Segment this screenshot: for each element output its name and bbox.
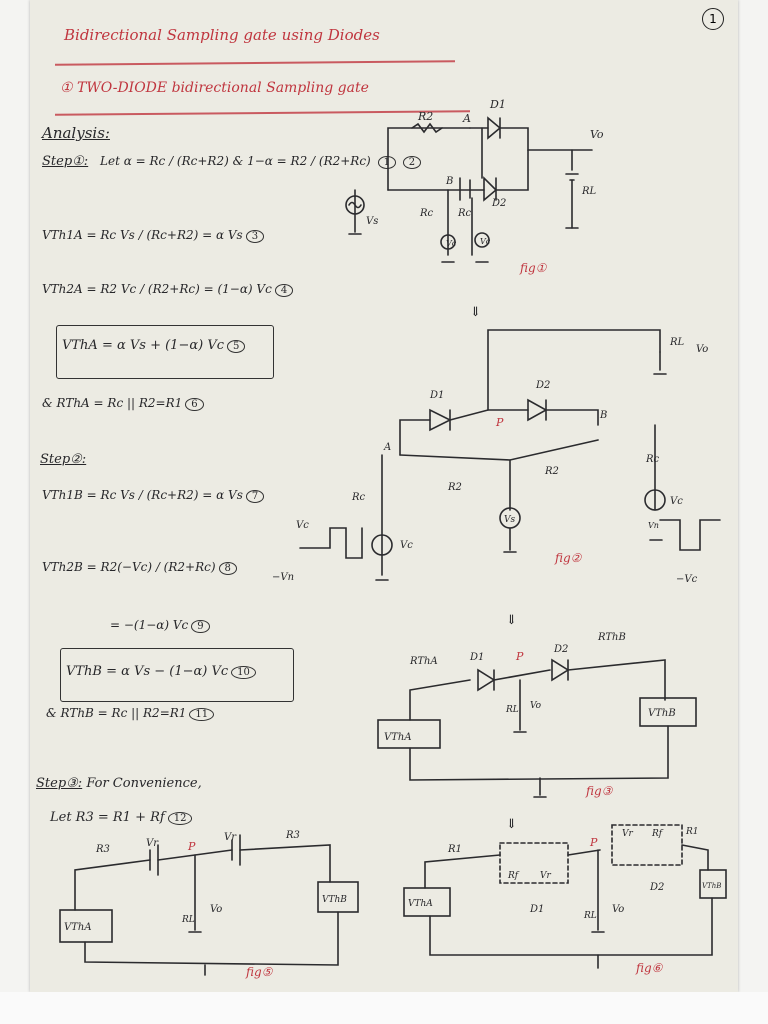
arrow-down-3: ⇓ xyxy=(506,817,517,832)
fig6-label-r1-right: R1 xyxy=(685,827,699,837)
fig3-label-rl: RL xyxy=(505,705,519,715)
fig1-label-vc2: Vc xyxy=(480,237,491,246)
fig1-label-rl: RL xyxy=(581,186,597,197)
fig6-label-rl: RL xyxy=(583,911,597,921)
section-heading: ① TWO-DIODE bidirectional Sampling gate xyxy=(60,80,369,96)
arrow-down-2: ⇓ xyxy=(506,613,517,628)
page-margin xyxy=(0,992,768,1024)
fig3-caption: fig③ xyxy=(585,784,614,798)
fig6-label-d2: D2 xyxy=(649,882,664,893)
fig5-label-r3-right: R3 xyxy=(285,830,300,841)
fig5-label-p: P xyxy=(187,840,196,853)
fig3-label-rtha: RThA xyxy=(409,656,438,667)
step2-label: Step②: xyxy=(40,452,87,467)
fig1-circuit xyxy=(345,116,593,263)
fig3-circuit xyxy=(377,658,697,798)
fig3-label-vtha: VThA xyxy=(384,732,412,743)
fig1-label-vc: Vc xyxy=(446,239,457,248)
fig2-label-a: A xyxy=(383,442,391,453)
fig6-label-vr-right: Vr xyxy=(622,829,633,839)
fig5-label-vthb: VThB xyxy=(322,895,347,905)
fig6-label-d1: D1 xyxy=(529,904,544,915)
fig2-label-rc-right: Rc xyxy=(645,454,660,465)
fig6-label-vtha: VThA xyxy=(408,899,433,909)
eq-tag-2: 2 xyxy=(402,156,422,169)
fig5-label-vtha: VThA xyxy=(64,922,92,933)
fig5-label-vr-left: Vr xyxy=(146,838,159,849)
fig2-label-p: P xyxy=(495,416,504,429)
fig2-label-vc-left: Vc xyxy=(400,540,413,551)
fig5-caption: fig⑤ xyxy=(245,965,274,979)
fig6-label-vthb: VThB xyxy=(702,882,721,890)
fig6-label-rf-left: Rf xyxy=(507,871,520,881)
fig5-label-rl: RL xyxy=(181,915,195,925)
fig2-label-rl: RL xyxy=(669,337,685,348)
alpha-definition: Let α = Rc / (Rc+R2) & 1−α = R2 / (R2+Rc… xyxy=(100,154,422,169)
fig2-label-vn: Vn xyxy=(648,521,659,530)
fig2-label-r2a: R2 xyxy=(447,482,462,493)
fig6-circuit xyxy=(403,824,727,969)
fig2-label-neg-vn: −Vn xyxy=(272,572,294,583)
fig2-label-vc-right: Vc xyxy=(670,496,683,507)
fig3-label-d1: D1 xyxy=(469,652,484,663)
page-number: 1 xyxy=(702,8,724,30)
fig1-label-rc: Rc xyxy=(419,208,434,219)
fig6-caption: fig⑥ xyxy=(635,961,664,975)
fig6-label-p: P xyxy=(589,836,598,849)
fig2-label-rc-left: Rc xyxy=(351,492,366,503)
fig5-label-vo: Vo xyxy=(210,904,222,915)
fig1-label-r2: R2 xyxy=(417,110,433,123)
fig2-circuit xyxy=(299,329,721,581)
step3-heading: Step③: For Convenience, xyxy=(36,776,202,791)
step1-label: Step①: xyxy=(42,154,89,169)
fig2-caption: fig② xyxy=(554,551,583,565)
fig6-label-vr-left: Vr xyxy=(540,871,551,881)
fig1-label-b: B xyxy=(445,176,453,187)
fig1-label-vo: Vo xyxy=(590,128,604,141)
fig6-label-r1-left: R1 xyxy=(447,844,462,855)
fig3-label-vo: Vo xyxy=(530,701,542,711)
fig2-label-d1: D1 xyxy=(429,390,444,401)
fig2-label-d2: D2 xyxy=(535,380,550,391)
arrow-down-1: ⇓ xyxy=(470,305,481,320)
page-title: Bidirectional Sampling gate using Diodes xyxy=(64,26,380,44)
fig3-label-rthb: RThB xyxy=(597,632,626,643)
fig2-label-vo: Vo xyxy=(696,344,708,355)
eq-tag-1: 1 xyxy=(377,156,396,169)
fig5-label-r3-left: R3 xyxy=(95,844,110,855)
fig6-label-rf-right: Rf xyxy=(651,829,664,839)
fig3-label-p: P xyxy=(515,650,524,663)
fig5-label-vr-right: Vr xyxy=(224,832,237,843)
fig3-label-d2: D2 xyxy=(553,644,568,655)
fig1-caption: fig① xyxy=(519,261,548,275)
fig1-label-rc2: Rc xyxy=(457,208,472,219)
fig2-label-b: B xyxy=(599,410,607,421)
fig1-label-a: A xyxy=(462,112,471,125)
fig2-label-vc-wave: Vc xyxy=(296,520,309,531)
fig1-label-vs: Vs xyxy=(366,216,378,227)
fig2-label-vs: Vs xyxy=(504,515,515,525)
fig2-label-r2b: R2 xyxy=(544,466,559,477)
fig6-label-vo: Vo xyxy=(612,904,624,915)
fig2-label-neg-vc: −Vc xyxy=(676,574,698,585)
fig1-label-d1: D1 xyxy=(489,98,506,111)
equation-5-box xyxy=(56,325,274,379)
fig3-label-vthb: VThB xyxy=(648,708,676,719)
analysis-label: Analysis: xyxy=(42,124,110,142)
fig1-label-d2: D2 xyxy=(491,198,506,209)
equation-8: VTh2B = R2(−Vc) / (R2+Rc)8 xyxy=(42,560,237,575)
fig5-circuit xyxy=(59,834,359,976)
equation-10-box xyxy=(60,648,294,702)
